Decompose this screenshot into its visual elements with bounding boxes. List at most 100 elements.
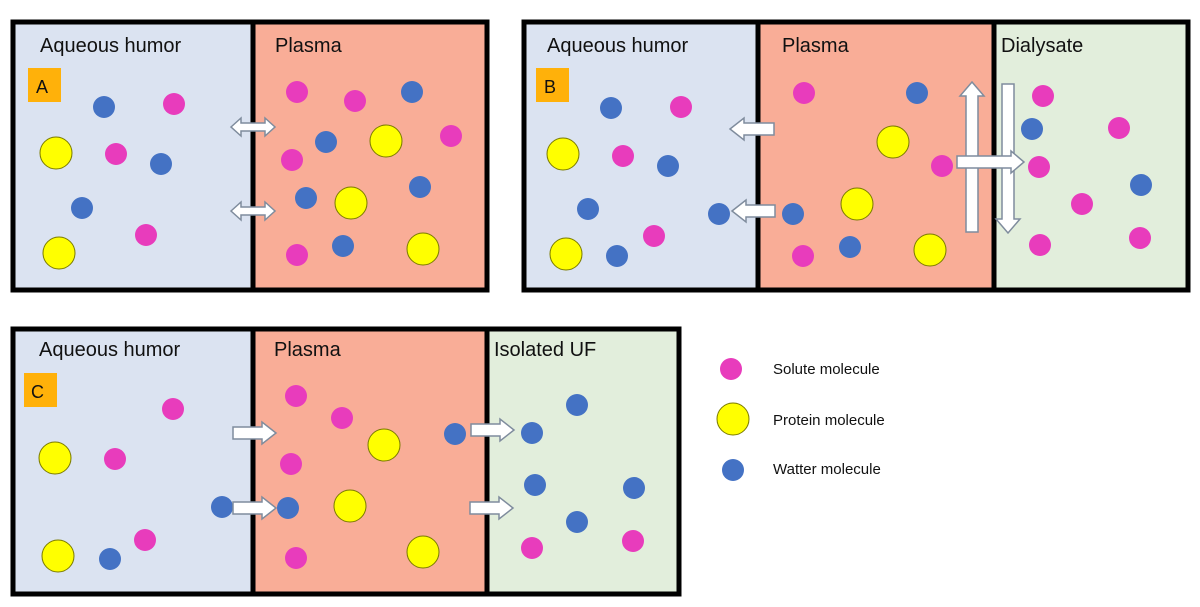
panel-c-tag-box (24, 373, 57, 407)
solute-molecule (622, 530, 644, 552)
water-molecule (93, 96, 115, 118)
protein-molecule (913, 233, 947, 267)
solute-molecule (931, 155, 953, 177)
water-molecule (444, 423, 466, 445)
water-molecule (1021, 118, 1043, 140)
arrow-left-icon (728, 116, 775, 142)
water-molecule (606, 245, 628, 267)
solute-molecule (1071, 193, 1093, 215)
solute-molecule (280, 453, 302, 475)
protein-molecule (38, 441, 72, 475)
solute-molecule (163, 93, 185, 115)
legend-solute-label: Solute molecule (773, 361, 880, 378)
panel-b-plasma-label: Plasma (782, 35, 850, 57)
legend-protein-label: Protein molecule (773, 412, 885, 429)
solute-molecule (134, 529, 156, 551)
arrow-right-icon (232, 420, 278, 446)
legend: Solute molecule Protein molecule Watter … (716, 358, 885, 481)
protein-molecule (334, 186, 368, 220)
water-molecule (409, 176, 431, 198)
water-molecule (839, 236, 861, 258)
panel-c-uf-label: Isolated UF (494, 339, 596, 361)
arrow-right-icon (956, 149, 1026, 175)
water-molecule (524, 474, 546, 496)
water-molecule (577, 198, 599, 220)
solute-molecule (285, 385, 307, 407)
panel-c: C Aqueous humor Plasma Isolated UF (10, 326, 682, 597)
water-molecule (566, 511, 588, 533)
protein-molecule (39, 136, 73, 170)
protein-molecule (876, 125, 910, 159)
panel-b-dialysate-region (994, 22, 1188, 290)
protein-molecule (41, 539, 75, 573)
solute-molecule (285, 547, 307, 569)
solute-molecule (670, 96, 692, 118)
solute-molecule (344, 90, 366, 112)
protein-molecule (549, 237, 583, 271)
protein-molecule (369, 124, 403, 158)
panel-c-border (10, 326, 682, 597)
arrow-right-icon (469, 495, 515, 521)
protein-molecule (367, 428, 401, 462)
solute-molecule (793, 82, 815, 104)
water-molecule (708, 203, 730, 225)
solute-molecule (440, 125, 462, 147)
water-molecule (600, 97, 622, 119)
solute-molecule (1129, 227, 1151, 249)
panel-a-tag-box (28, 68, 61, 102)
solute-molecule (643, 225, 665, 247)
panel-a-tag: A (36, 77, 48, 97)
protein-molecule (546, 137, 580, 171)
water-molecule (521, 422, 543, 444)
panel-b-tag: B (544, 77, 556, 97)
panel-b-aqueous-label: Aqueous humor (547, 35, 689, 57)
water-molecule (211, 496, 233, 518)
panel-a: A Aqueous humor Plasma (10, 19, 490, 293)
protein-molecule (406, 535, 440, 569)
water-molecule (1130, 174, 1152, 196)
water-molecule (277, 497, 299, 519)
solute-molecule (331, 407, 353, 429)
legend-water-label: Watter molecule (773, 461, 881, 478)
solute-molecule (1108, 117, 1130, 139)
panel-b-border (521, 19, 1191, 293)
arrow-left-icon (730, 198, 776, 224)
panel-a-plasma-label: Plasma (275, 35, 343, 57)
panel-c-aqueous-label: Aqueous humor (39, 339, 181, 361)
solute-molecule (162, 398, 184, 420)
solute-molecule (1032, 85, 1054, 107)
solute-molecule (281, 149, 303, 171)
water-molecule (71, 197, 93, 219)
water-molecule (150, 153, 172, 175)
solute-molecule (792, 245, 814, 267)
solute-molecule (135, 224, 157, 246)
water-molecule (782, 203, 804, 225)
panel-a-aqueous-label: Aqueous humor (40, 35, 182, 57)
arrow-right-icon (470, 417, 516, 443)
protein-molecule (333, 489, 367, 523)
panel-b-dialysate-label: Dialysate (1001, 35, 1083, 57)
panel-c-tag: C (31, 382, 44, 402)
water-molecule (566, 394, 588, 416)
panel-c-uf-region (487, 329, 679, 594)
solute-molecule (286, 244, 308, 266)
protein-molecule (42, 236, 76, 270)
double-arrow-icon (229, 200, 277, 222)
water-molecule (401, 81, 423, 103)
legend-protein-swatch (716, 402, 750, 436)
arrow-right-icon (232, 495, 278, 521)
water-molecule (623, 477, 645, 499)
panel-b: B Aqueous humor Plasma Dialysate (521, 19, 1191, 293)
water-molecule (906, 82, 928, 104)
protein-molecule (406, 232, 440, 266)
water-molecule (99, 548, 121, 570)
legend-solute-swatch (720, 358, 742, 380)
solute-molecule (1028, 156, 1050, 178)
water-molecule (657, 155, 679, 177)
water-molecule (332, 235, 354, 257)
double-arrow-icon (229, 116, 277, 138)
solute-molecule (521, 537, 543, 559)
solute-molecule (612, 145, 634, 167)
panel-b-plasma-region (758, 22, 994, 290)
